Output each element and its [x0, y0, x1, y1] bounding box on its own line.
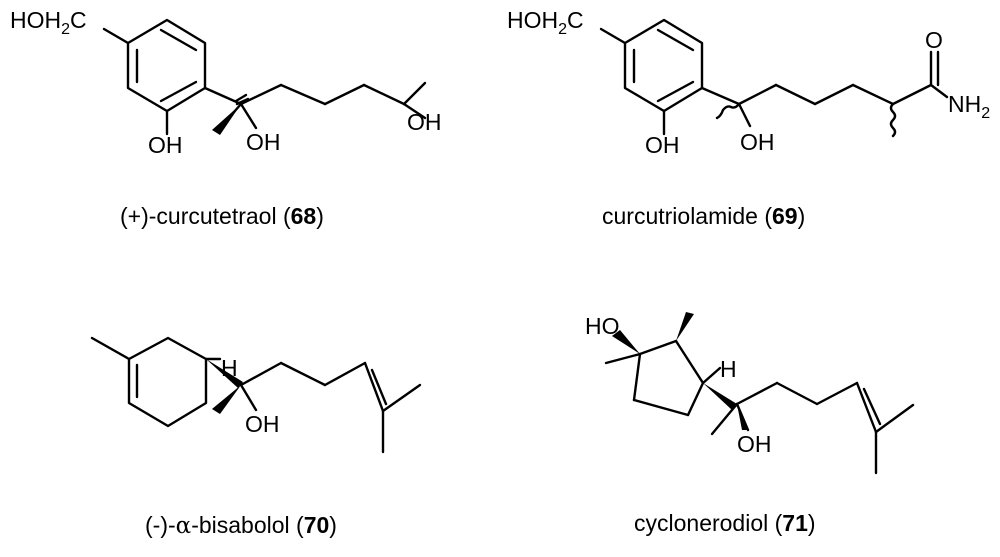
label-nh2: NH2 — [948, 91, 990, 122]
label-phenol-oh: OH — [645, 132, 680, 158]
structure-alpha-bisabolol: H OH — [90, 336, 422, 454]
label-ring-ho: HO — [585, 313, 620, 339]
label-ring-h: H — [221, 355, 238, 381]
caption-71: cyclonerodiol (71) — [634, 510, 816, 536]
label-terminal-oh: OH — [407, 109, 442, 135]
label-tertiary-oh: OH — [740, 129, 775, 155]
label-ring-h: H — [720, 356, 737, 382]
structure-cyclonerodiol: HO H OH — [585, 312, 915, 475]
caption-68: (+)-curcutetraol (68) — [120, 203, 324, 229]
structure-curcutriolamide: HOH2C OH OH O NH2 — [507, 7, 990, 158]
label-tertiary-oh: OH — [246, 129, 281, 155]
label-tertiary-oh: OH — [737, 431, 772, 457]
caption-69: curcutriolamide (69) — [602, 203, 805, 229]
label-hoh2c: HOH2C — [10, 7, 87, 38]
label-hoh2c: HOH2C — [507, 7, 584, 38]
label-tertiary-oh: OH — [245, 411, 280, 437]
structure-curcutetraol: HOH2C OH OH OH — [10, 7, 442, 158]
label-carbonyl-o: O — [925, 27, 943, 53]
label-phenol-oh: OH — [148, 132, 183, 158]
caption-70: (-)-α-bisabolol (70) — [145, 512, 337, 539]
